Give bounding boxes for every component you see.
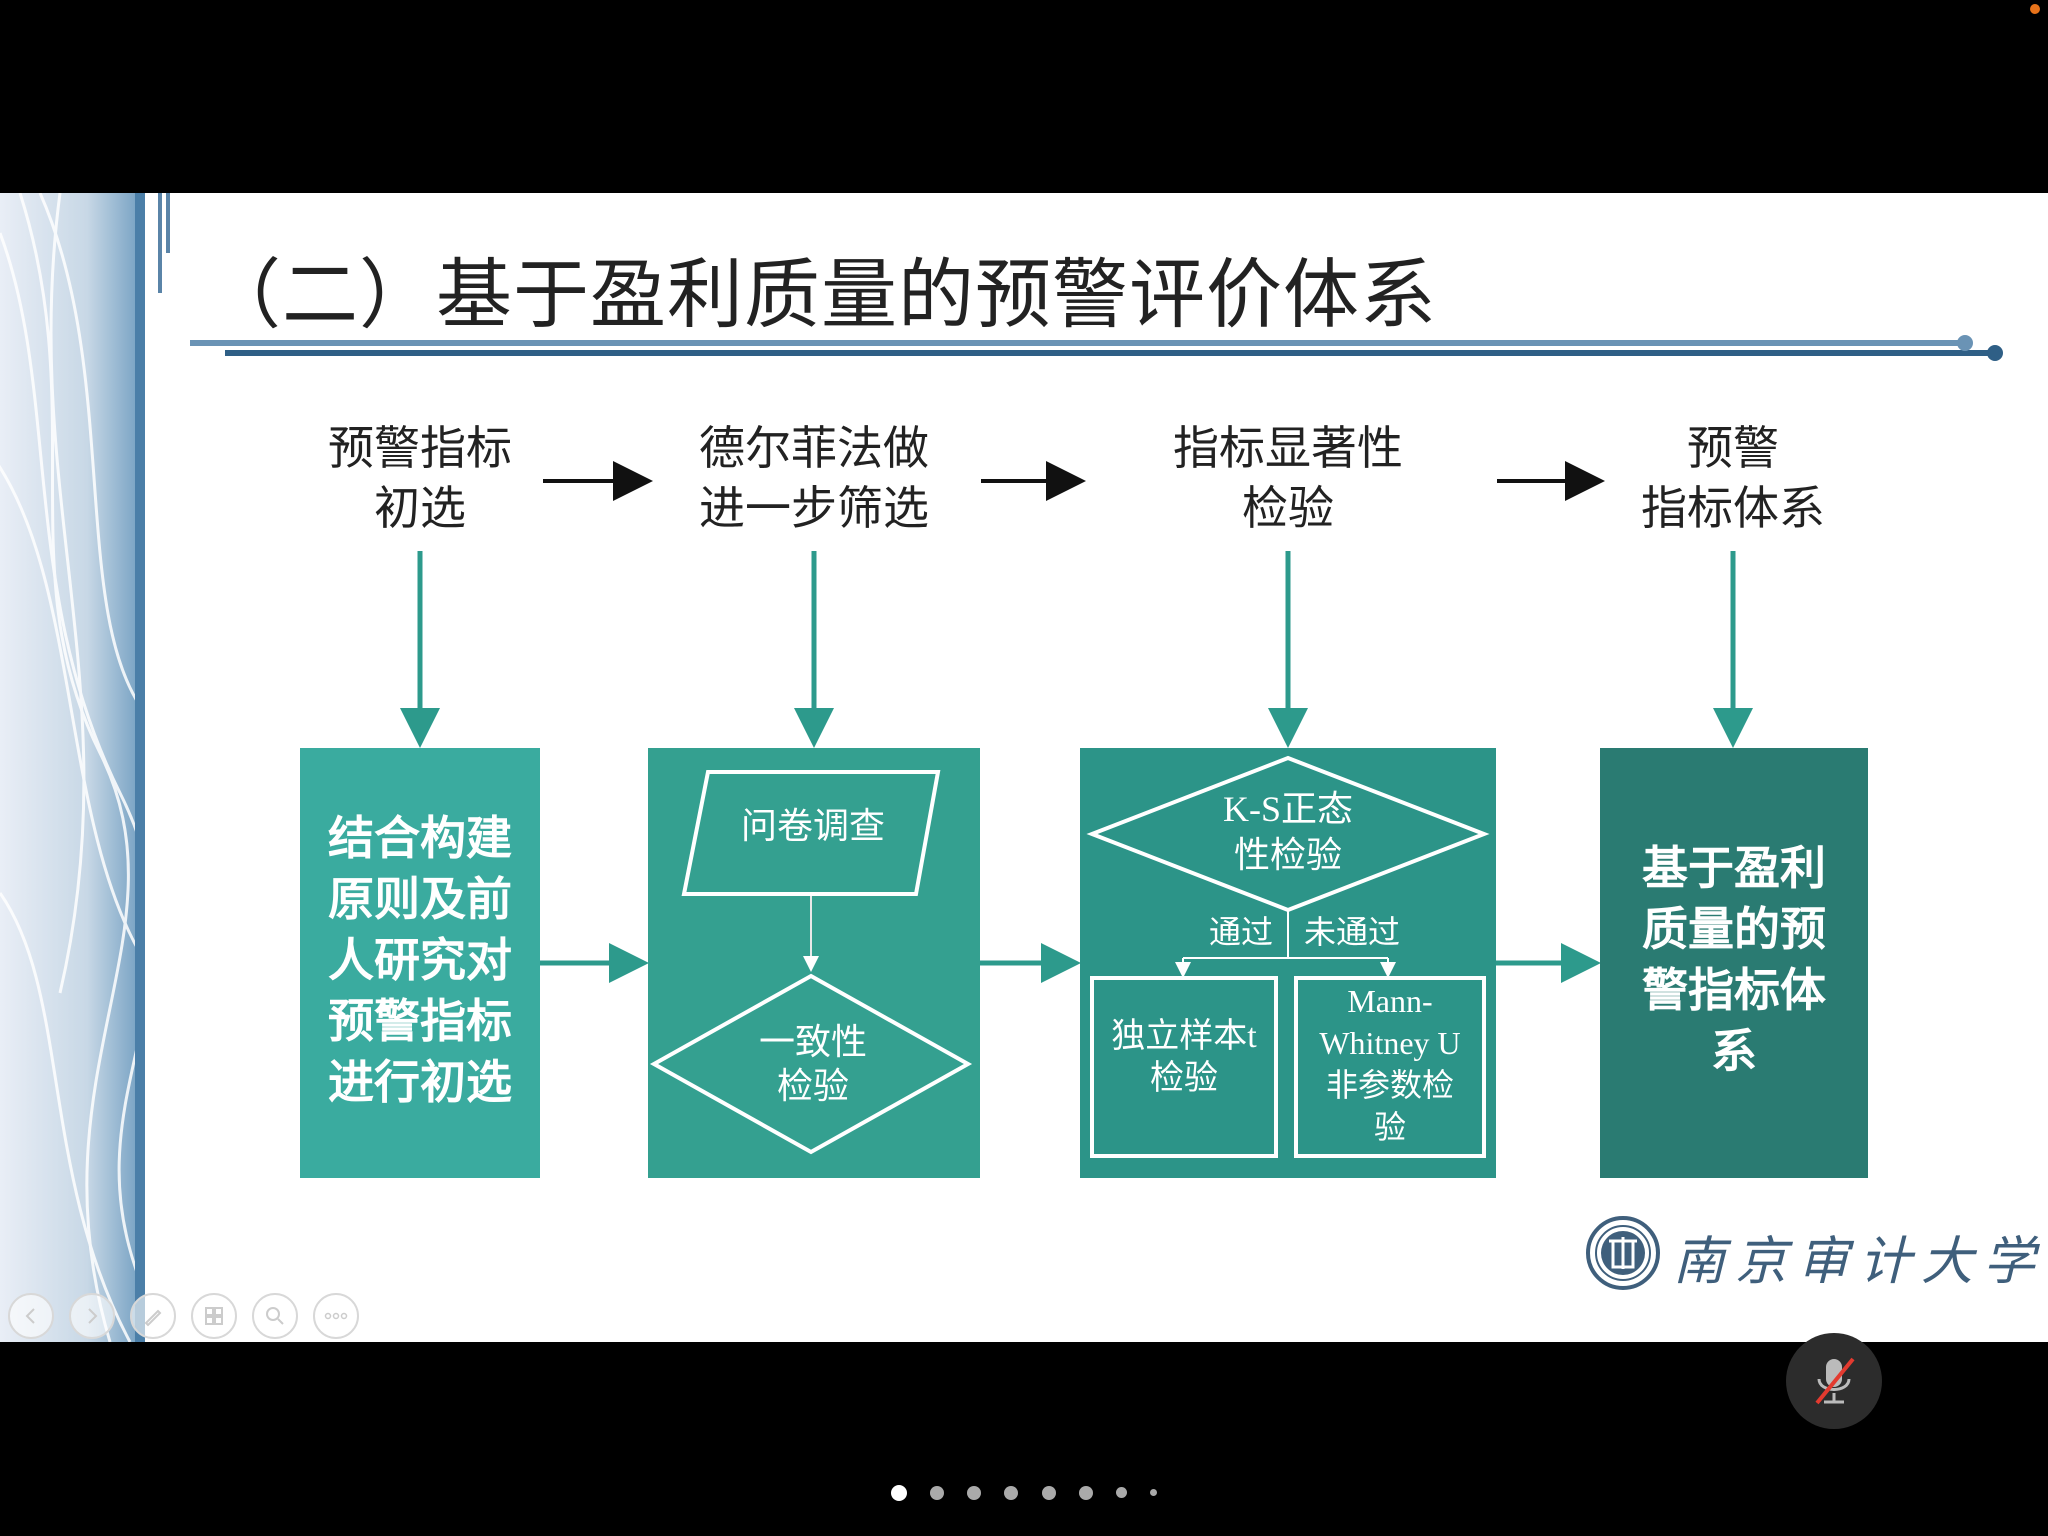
presentation-slide: （二）基于盈利质量的预警评价体系 预警指标 初选 德尔菲法做 进一步筛选 [0,193,2048,1342]
page-dot[interactable] [967,1485,982,1500]
mute-microphone-button[interactable] [1786,1333,1882,1429]
consistency-diamond [649,973,973,1155]
university-seal-icon [1586,1216,1660,1290]
page-dot[interactable] [1041,1485,1056,1500]
t-test-label: 独立样本t 检验 [1111,1018,1257,1097]
fail-label: 未通过 [1303,914,1400,950]
delphi-flow-shapes [649,770,973,1155]
next-icon[interactable] [69,1293,115,1339]
initial-selection-text: 结合构建 原则及前 人研究对 预警指标 进行初选 [328,811,512,1109]
t-test-box [1090,976,1278,1158]
mann-whitney-box [1294,976,1486,1158]
questionnaire-label: 问卷调查 [740,806,885,846]
significance-flow-shapes [1086,755,1490,1158]
page-dot[interactable] [1004,1485,1019,1500]
ks-test-label: K-S正态 性检验 [1222,789,1353,875]
slide-title: （二）基于盈利质量的预警评价体系 [205,250,1437,339]
slideshow-controls [8,1293,359,1342]
initial-selection-box: 结合构建 原则及前 人研究对 预警指标 进行初选 [300,748,540,1178]
university-name: 南京审计大学 [1673,1232,2046,1292]
university-logo: 南京审计大学 [1585,1213,2035,1293]
pass-label: 通过 [1208,914,1273,950]
page-indicator [0,1482,2048,1502]
page-dot[interactable] [930,1485,945,1500]
flowchart-connectors [400,461,1753,983]
more-icon[interactable] [313,1293,359,1339]
zoom-icon[interactable] [252,1293,298,1339]
slide-left-decoration [0,193,145,1342]
questionnaire-parallelogram [681,770,941,896]
page-dot-active[interactable] [891,1484,908,1501]
title-accent-bars [158,193,170,293]
stage-label-indicator-system: 预警 指标体系 [1641,421,1825,535]
status-indicator-dot [2030,4,2040,14]
indicator-system-text: 基于盈利 质量的预 警指标体 系 [1642,841,1826,1078]
stage-label-significance-test: 指标显著性 检验 [1173,421,1403,535]
mann-whitney-label: Mann- Whitney U 非参数检 验 [1319,983,1461,1145]
stage-label-delphi-screening: 德尔菲法做 进一步筛选 [699,421,929,535]
page-dot[interactable] [1078,1485,1093,1500]
delphi-box: 问卷调查 一致性 检验 [648,748,980,1178]
consistency-label: 一致性 检验 [758,1022,867,1106]
page-dot[interactable] [1149,1489,1157,1496]
microphone-muted-icon [1815,1357,1855,1405]
pen-icon[interactable] [130,1293,176,1339]
slides-icon[interactable] [191,1293,237,1339]
prev-icon[interactable] [8,1293,54,1339]
page-dot[interactable] [1115,1487,1127,1498]
stage-label-initial-selection: 预警指标 初选 [328,421,512,535]
title-underline [190,335,2003,361]
indicator-system-box: 基于盈利 质量的预 警指标体 系 [1600,748,1868,1178]
significance-test-box: K-S正态 性检验 通过 未通过 独立样本t 检验 Mann- Whitney … [1080,748,1496,1178]
